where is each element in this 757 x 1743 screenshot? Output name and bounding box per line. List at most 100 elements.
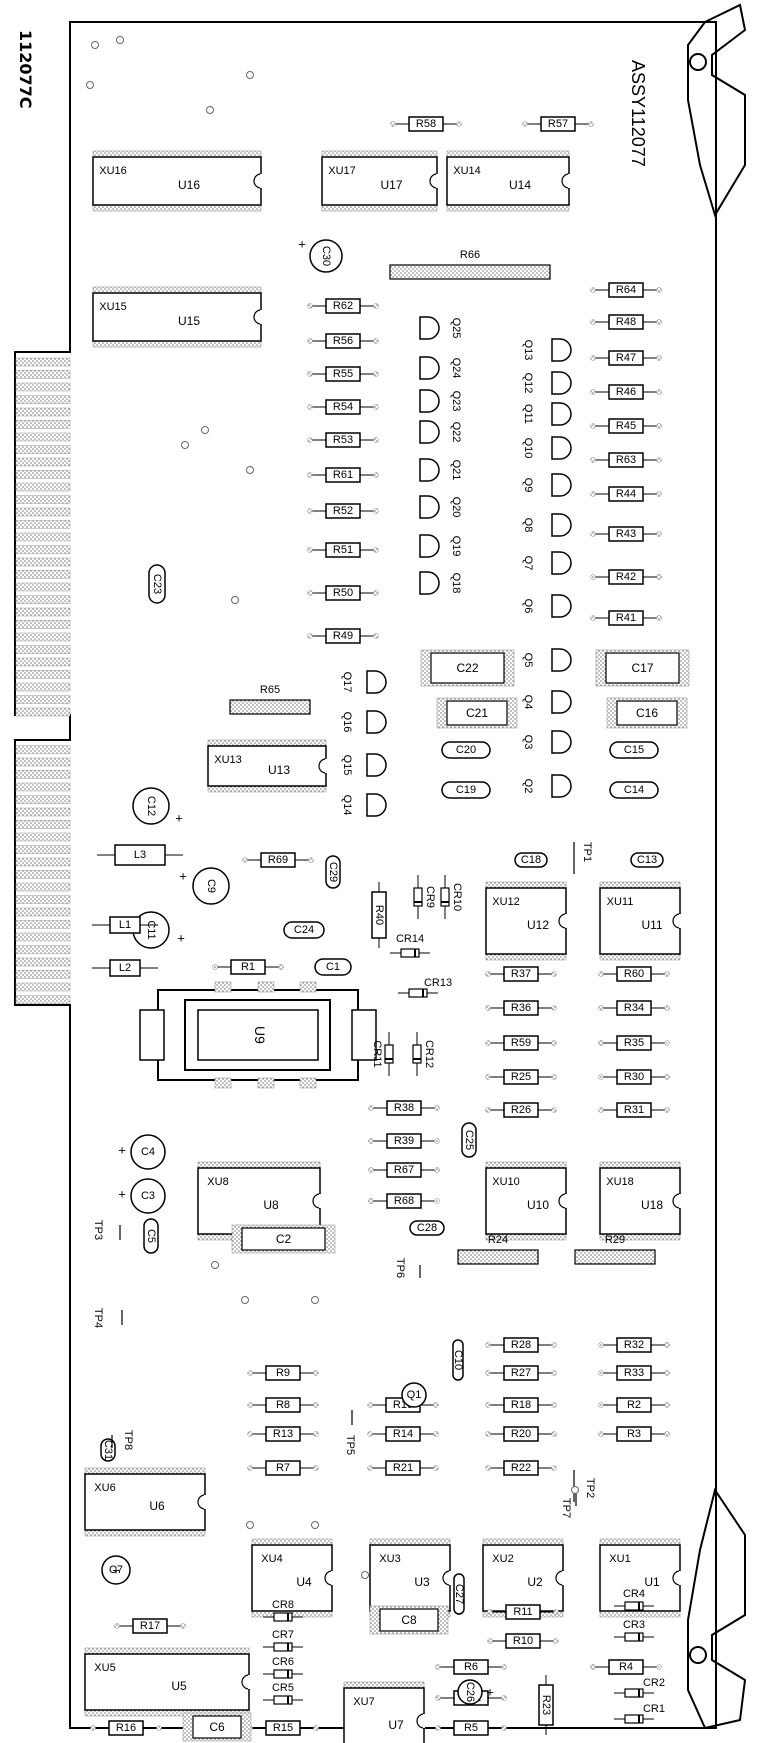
capacitor-label: C30 [320,246,332,266]
capacitor-label: C27 [453,1584,465,1604]
resistor-label: R25 [511,1071,531,1083]
capacitor-label: C5 [145,1229,157,1243]
resistor-r9: R9 [247,1365,319,1381]
resistor-r37: R37 [485,966,557,982]
transistor-q19: Q19 [419,534,462,558]
mounting-pad [311,1296,319,1304]
connector-finger [15,432,71,442]
capacitor-label: C24 [294,924,314,936]
capacitor-c21: C21 [436,697,518,729]
connector-finger [15,857,71,867]
capacitor-label: C21 [466,706,488,720]
resistor-label: R10 [513,1635,533,1647]
mounting-pad [91,41,99,49]
ic-socket-label: XU15 [99,301,127,313]
test-point-tp2: TP2 [573,1470,596,1502]
resistor-label: R26 [511,1104,531,1116]
connector-finger [15,670,71,679]
capacitor-c23: C23 [148,564,166,604]
ic-socket-label: XU18 [606,1176,634,1188]
mounting-pad [201,426,209,434]
connector-finger [15,657,71,667]
resistor-r61: R61 [307,467,379,483]
resistor-label: R32 [624,1339,644,1351]
resistor-label: R20 [511,1428,531,1440]
resistor-label: R21 [393,1462,413,1474]
capacitor-c27: C27 [453,1573,465,1615]
connector-finger [15,870,71,879]
resistor-label: R46 [616,386,636,398]
ic-socket-label: XU11 [607,896,634,908]
transistor-label: Q3 [522,735,534,750]
test-point-tp3: TP3 [92,1220,121,1240]
resistor-label: R60 [624,968,644,980]
ic-label: U14 [509,178,531,192]
inductor-l2: L2 [92,959,158,977]
ic-socket-label: XU14 [453,165,481,177]
resistor-label: R68 [394,1195,414,1207]
connector-finger [15,907,71,917]
polarity-mark: + [175,811,183,826]
resistor-label: R31 [624,1104,644,1116]
ic-socket-label: XU3 [379,1553,400,1565]
resistor-label: R27 [511,1367,531,1379]
resistor-label: R56 [333,335,353,347]
diode-cr2: CR2 [614,1677,665,1698]
resistor-r45: R45 [590,418,662,434]
ic-label: U9 [252,1026,268,1044]
transistor-label: Q8 [522,518,534,533]
diode-cr3: CR3 [614,1619,654,1642]
transistor-label: Q20 [450,497,462,518]
resistor-label: R34 [624,1002,644,1014]
diode-cr1: CR1 [614,1703,665,1724]
diode-label: CR10 [451,883,463,911]
connector-finger [15,982,71,992]
capacitor-c29: C29 [325,855,341,889]
polarity-mark: + [118,1187,126,1202]
resistor-label: R42 [616,571,636,583]
transistor-q5: Q5 [522,648,572,672]
transistor-label: Q22 [450,422,462,443]
ic-socket-label: XU4 [261,1553,282,1565]
resistor-r47: R47 [590,350,662,366]
resistor-r55: R55 [307,366,379,382]
diode-cr10: CR10 [440,875,463,919]
connector-finger [15,582,71,592]
resistor-label: R44 [616,488,636,500]
resistor-r59: R59 [485,1035,557,1051]
diode-label: CR9 [424,886,436,908]
transistor-q25: Q25 [419,316,462,340]
diode-label: CR5 [272,1682,294,1694]
test-point-label: TP6 [394,1258,406,1278]
diode-label: CR11 [371,1040,383,1067]
diode-cr13: CR13 [398,977,452,998]
resistor-r33: R33 [598,1365,670,1381]
resistor-label: R51 [333,544,353,556]
connector-finger [15,570,71,579]
ic-label: U5 [171,1679,187,1693]
connector-finger [15,957,71,967]
capacitor-label: C19 [456,784,476,796]
inductor-l3: L3 [97,844,183,866]
resistor-r44: R44 [590,486,662,502]
capacitor-c16: C16 [606,697,688,729]
ic-label: U12 [527,918,549,932]
connector-finger [15,607,71,617]
test-point-label: TP5 [344,1435,356,1455]
polarity-mark: + [486,1685,494,1700]
resistor-r20: R20 [485,1426,557,1442]
test-point-tp8: TP8 [111,1430,134,1450]
capacitor-c30: +C30 [298,237,343,273]
mounting-pad [246,1521,254,1529]
resistor-r2: R2 [598,1397,670,1413]
ic-label: U10 [527,1198,549,1212]
connector-finger [15,895,71,904]
resistor-r51: R51 [307,542,379,558]
polarity-mark: + [118,1143,126,1158]
mounting-pad [241,1296,249,1304]
resistor-label: R7 [276,1462,290,1474]
